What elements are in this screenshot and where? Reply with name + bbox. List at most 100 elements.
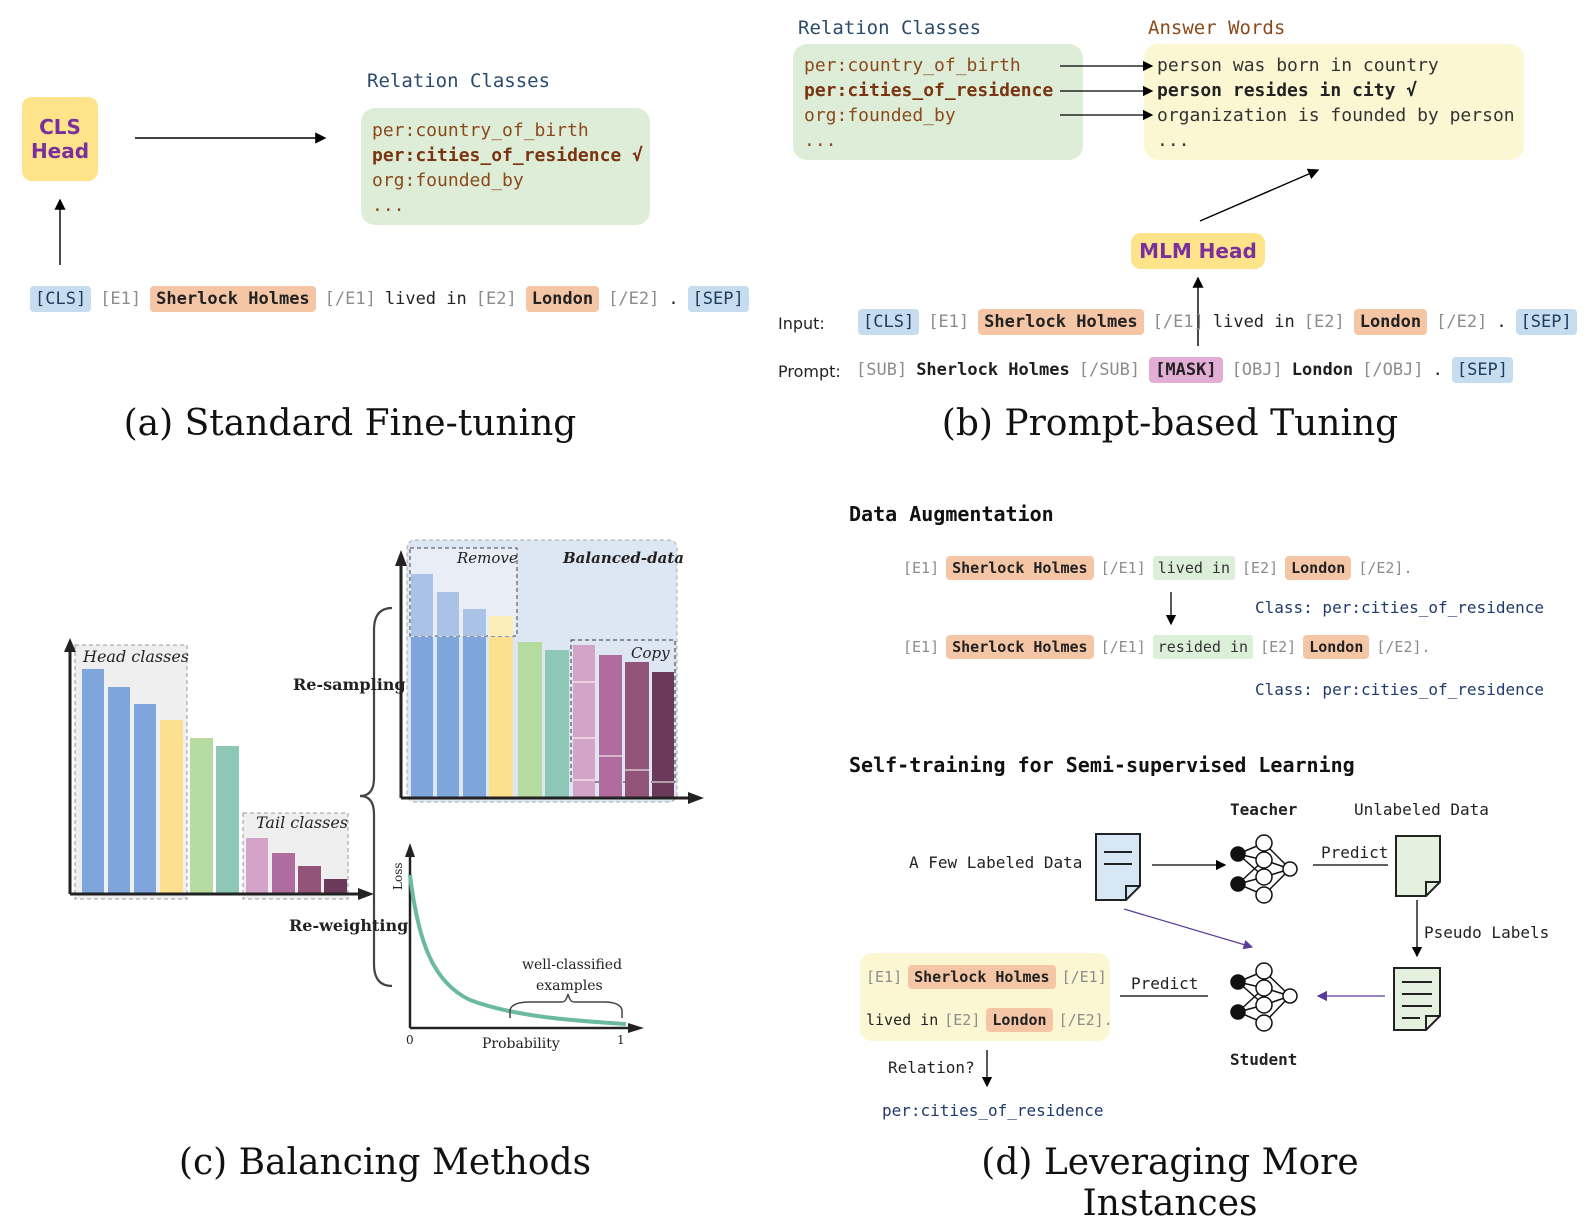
examples-label: examples (536, 978, 603, 994)
example-row-1: [E1] Sherlock Holmes [/E1] (866, 965, 1107, 989)
bar (108, 687, 130, 894)
token-e1-end: [/E1] (1100, 638, 1146, 656)
cls-head-box: CLS Head (22, 97, 98, 181)
token-relation-words: lived in (384, 289, 467, 309)
token-relation-words: lived in (866, 1011, 939, 1029)
token-object: London (1285, 556, 1352, 580)
bar (324, 879, 347, 894)
token-period: . (668, 289, 679, 309)
brace (359, 606, 393, 988)
removed-bar (437, 592, 459, 636)
relation-item-selected: per:cities_of_residence √ (372, 145, 643, 166)
token-period: . (1432, 360, 1443, 380)
unlabeled-data-doc-icon (1395, 835, 1441, 897)
loss-label: Loss (391, 862, 405, 890)
token-relation-words: lived in (1152, 556, 1235, 580)
original-distribution: Head classes Tail classes (64, 638, 374, 900)
predict-label-top: Predict (1321, 843, 1389, 862)
token-object: London (1303, 635, 1370, 659)
input-label: Input: (778, 314, 825, 333)
probability-label: Probability (482, 1036, 560, 1052)
re-weighting-label: Re-weighting (289, 916, 408, 935)
token-e1: [E1] (866, 968, 903, 986)
bar (518, 642, 542, 798)
well-classified-label: well-classified (522, 957, 622, 973)
bar (545, 650, 569, 798)
axis-x-arrow (688, 792, 704, 804)
token-object: London (986, 1008, 1053, 1032)
token-e1-end: [/E1] (324, 289, 376, 309)
predict-label-bottom: Predict (1131, 974, 1199, 993)
aug-class-line-2: Class: per:cities_of_residence (1255, 680, 1544, 699)
teacher-label: Teacher (1230, 800, 1298, 819)
panel-b-relation-box (793, 44, 1083, 160)
bar-copied (599, 655, 622, 798)
bar (82, 669, 104, 894)
aug-row-original: [E1] Sherlock Holmes [/E1] lived in [E2]… (903, 556, 1413, 580)
labeled-data-doc-icon (1095, 833, 1141, 901)
bar (489, 637, 513, 798)
bar (246, 838, 268, 894)
balanced-data-label: Balanced-data (562, 549, 684, 567)
token-sub: [SUB] (856, 360, 908, 380)
token-sep: [SEP] (1515, 309, 1577, 335)
few-labeled-label: A Few Labeled Data (909, 853, 1083, 872)
token-e1-end: [/E1] (1100, 559, 1146, 577)
token-object: London (1353, 309, 1428, 335)
mlm-head-label: MLM Head (1139, 239, 1257, 263)
token-e2-end: [/E2]. (1358, 559, 1413, 577)
answer-item-ellipsis: ... (1157, 130, 1190, 151)
token-subject: Sherlock Holmes (946, 556, 1094, 580)
bar (190, 738, 213, 894)
token-mask: [MASK] (1149, 357, 1223, 383)
arrow-labeled-to-student (1123, 908, 1254, 950)
panel-a-arrows (54, 132, 327, 265)
relation-item: per:country_of_birth (372, 120, 589, 141)
token-object: London (525, 286, 600, 312)
axis-y-arrow (64, 638, 76, 652)
aug-class-line-1: Class: per:cities_of_residence (1255, 598, 1544, 617)
bar (160, 720, 183, 894)
token-subject: Sherlock Holmes (978, 309, 1144, 335)
student-network-icon (1230, 962, 1298, 1032)
token-e2: [E2] (1303, 312, 1345, 332)
answer-item: person was born in country (1157, 55, 1439, 76)
copy-label: Copy (631, 644, 670, 662)
token-e1-end: [/E1] (1061, 968, 1107, 986)
student-label: Student (1230, 1050, 1298, 1069)
well-classified-brace (509, 993, 623, 1018)
token-subject: Sherlock Holmes (946, 635, 1094, 659)
bar (272, 853, 295, 894)
token-relation-words: resided in (1152, 635, 1254, 659)
panel-b-relation-title: Relation Classes (798, 17, 982, 39)
panel-b-prompt-row: [SUB] Sherlock Holmes [/SUB] [MASK] [OBJ… (856, 357, 1514, 383)
axis-y-arrow (405, 843, 415, 857)
relation-item: org:founded_by (372, 170, 524, 191)
token-e1: [E1] (100, 289, 142, 309)
x-tick-1: 1 (617, 1033, 625, 1047)
panel-b-answer-box (1144, 44, 1524, 160)
self-training-diagram (981, 592, 1441, 1088)
axis-x-arrow (358, 888, 374, 900)
caption-a: (a) Standard Fine-tuning (123, 403, 577, 444)
token-e2: [E2] (944, 1011, 981, 1029)
token-e2-end: [/E2]. (1376, 638, 1431, 656)
bar (134, 704, 156, 894)
balancing-diagram: Head classes Tail classes Re-sampling Re… (64, 539, 704, 1052)
panel-a-relation-box (361, 108, 650, 225)
panel-a-relation-list: per:country_of_birth per:cities_of_resid… (372, 118, 643, 218)
arrow-head-to-answers (1199, 168, 1320, 222)
token-e1: [E1] (903, 638, 940, 656)
bar-copied (652, 672, 674, 798)
x-tick-0: 0 (406, 1033, 414, 1047)
token-obj-end: [/OBJ] (1362, 360, 1424, 380)
example-row-2: lived in [E2] London [/E2]. (866, 1008, 1113, 1032)
token-e2-end: [/E2] (608, 289, 660, 309)
bar (298, 866, 321, 894)
token-relation-words: lived in (1212, 312, 1295, 332)
token-cls: [CLS] (30, 286, 92, 312)
pseudo-labels-label: Pseudo Labels (1424, 923, 1550, 942)
teacher-network-icon (1230, 834, 1298, 904)
panel-b-answer-list: person was born in country person reside… (1157, 53, 1515, 153)
token-e2-end: [/E2] (1436, 312, 1488, 332)
